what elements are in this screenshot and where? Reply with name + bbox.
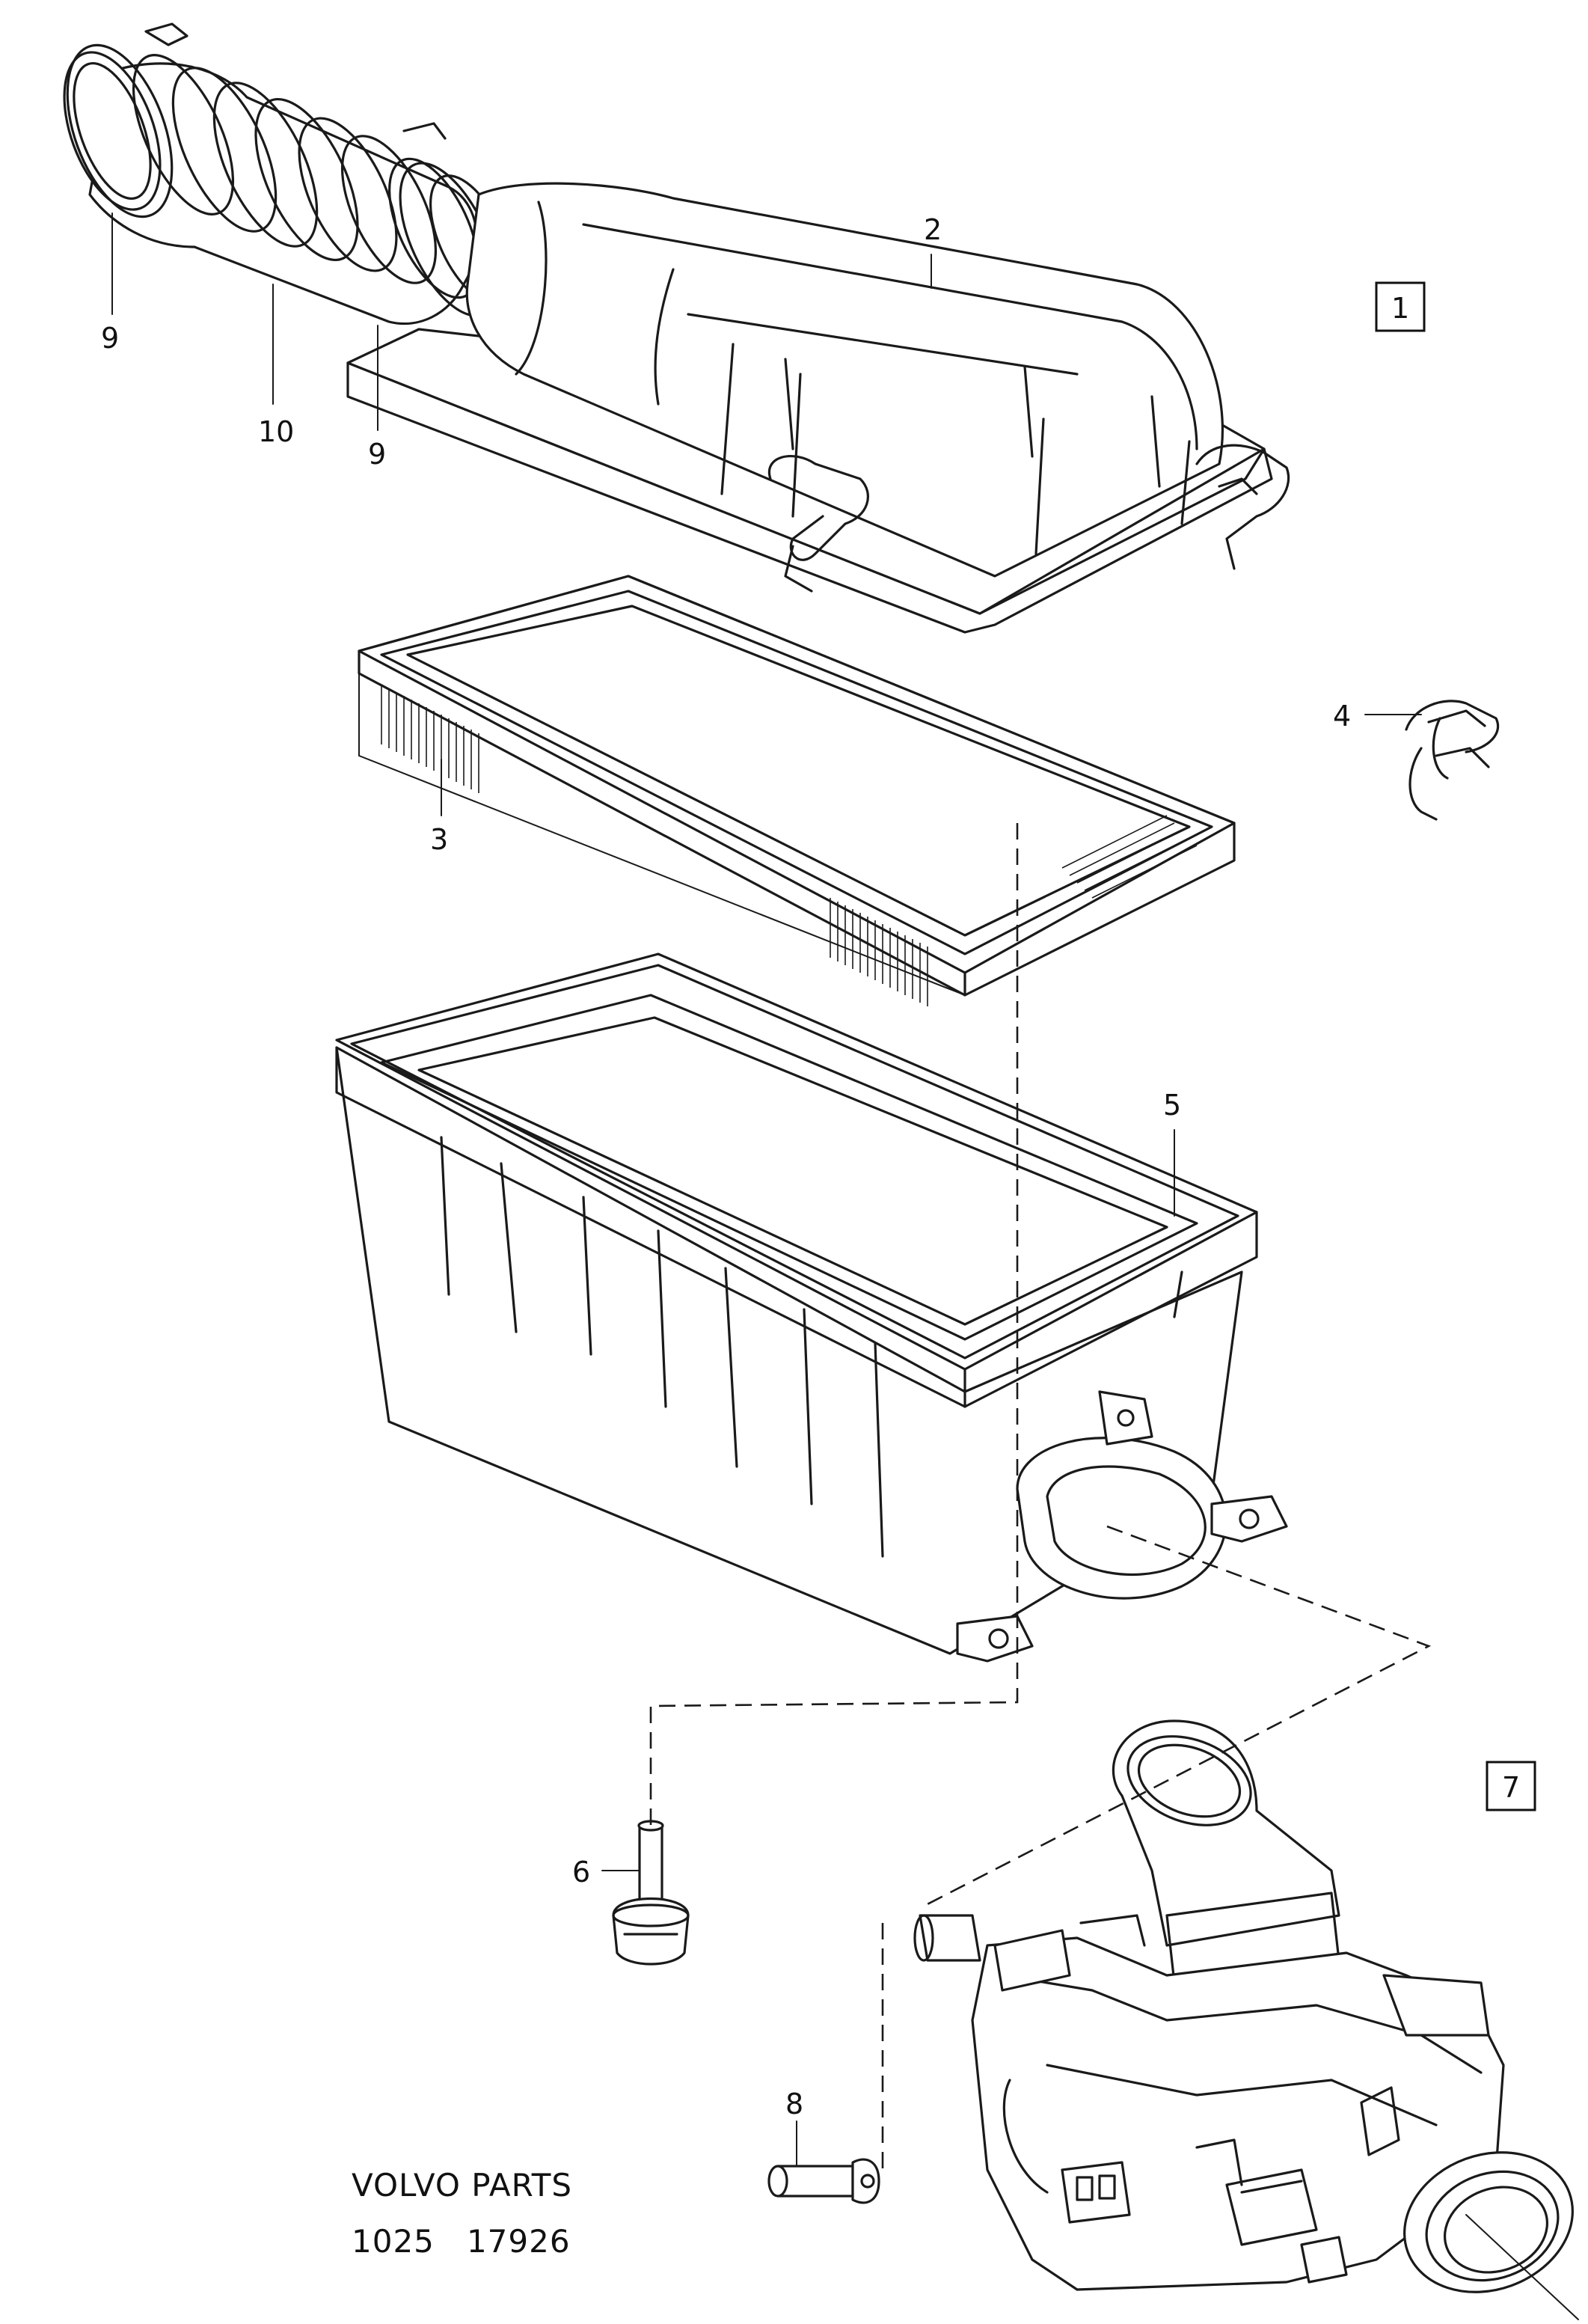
callout-10-hose: 10 bbox=[258, 415, 294, 448]
callout-9-clamp-lower: 9 bbox=[368, 438, 386, 471]
footer-brand: VOLVO PARTS bbox=[352, 2167, 572, 2204]
callout-6-bolt: 6 bbox=[572, 1856, 590, 1889]
grommet-bolt bbox=[612, 1820, 690, 1966]
connection-lines bbox=[649, 823, 1432, 2170]
leader-lines bbox=[111, 212, 1422, 2167]
lower-housing bbox=[335, 952, 1288, 1663]
air-filter-housing-cover bbox=[346, 182, 1290, 634]
callout-7-label: 7 bbox=[1502, 1771, 1520, 1804]
footer-code: 1025 17926 bbox=[352, 2223, 571, 2260]
pin bbox=[767, 2158, 880, 2204]
air-filter-element bbox=[358, 575, 1236, 1006]
callout-9-clamp-upper: 9 bbox=[101, 322, 119, 355]
callout-4-clip: 4 bbox=[1333, 700, 1351, 733]
callout-7-box: 7 bbox=[1486, 1761, 1536, 1811]
intake-hose bbox=[63, 22, 514, 325]
callout-1-label: 1 bbox=[1391, 292, 1409, 325]
callout-3-filter: 3 bbox=[430, 823, 448, 856]
clip bbox=[1405, 700, 1500, 821]
callout-1-box: 1 bbox=[1375, 281, 1426, 332]
callout-2-cover: 2 bbox=[924, 213, 942, 246]
callout-5-housing: 5 bbox=[1163, 1089, 1181, 1122]
pleat-hatching bbox=[381, 685, 1198, 1006]
air-mass-meter bbox=[913, 1719, 1579, 2320]
callout-8-pin: 8 bbox=[785, 2088, 803, 2120]
